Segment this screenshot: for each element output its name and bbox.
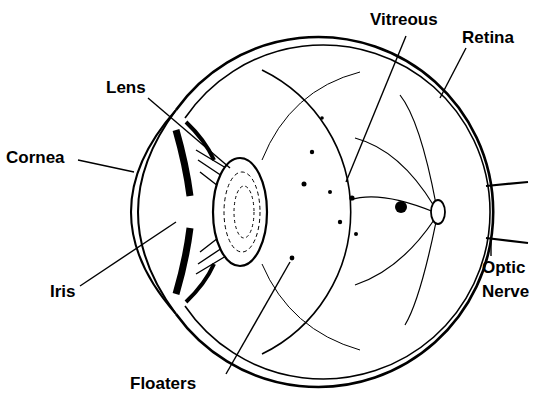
macula (395, 201, 407, 213)
lens-nucleus (224, 172, 260, 252)
iris (176, 130, 190, 196)
choroid (185, 45, 490, 379)
lens-core (234, 186, 254, 238)
blood-vessels (350, 95, 436, 325)
lens (213, 158, 267, 266)
cornea (138, 110, 176, 314)
iris (176, 228, 190, 294)
optic-disc (431, 200, 445, 224)
part-label: Iris (50, 280, 76, 304)
sclera (176, 37, 493, 387)
part-label: Floaters (130, 372, 196, 396)
leader-lines (78, 36, 491, 374)
cornea-outer (131, 110, 176, 314)
ciliary-body (186, 122, 214, 302)
part-label: Cornea (6, 146, 65, 170)
floaters (290, 116, 358, 260)
part-label: Optic Nerve (482, 256, 540, 304)
part-label: Retina (462, 26, 514, 50)
part-label: Lens (106, 76, 146, 100)
part-label: Vitreous (370, 8, 438, 32)
vitreous-edge (262, 72, 360, 350)
retina-layer (262, 70, 351, 354)
